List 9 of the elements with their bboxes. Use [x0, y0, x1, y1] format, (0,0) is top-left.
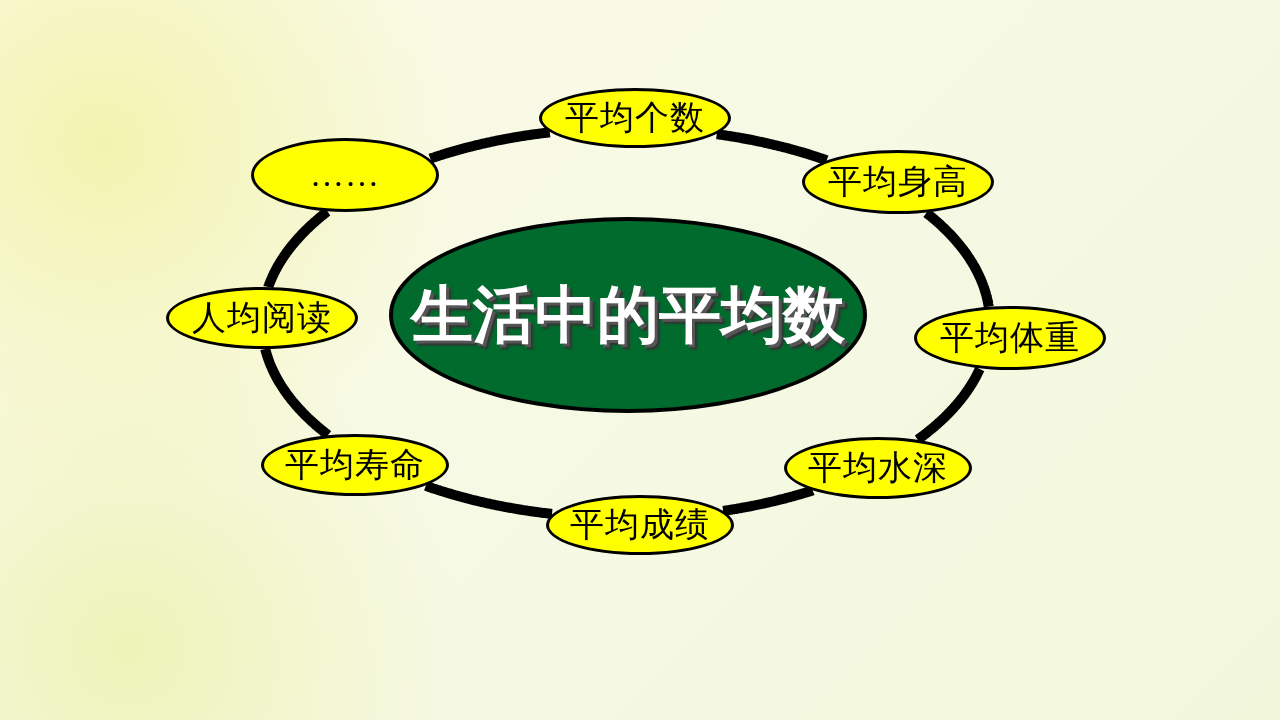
item-label: 平均寿命 — [285, 445, 425, 485]
item-label: 平均水深 — [808, 448, 948, 488]
item-label: 人均阅读 — [192, 298, 332, 338]
item-label: 平均体重 — [940, 318, 1080, 358]
item-label: …… — [310, 156, 380, 194]
topic-title: 生活中的平均数 — [411, 277, 845, 353]
item-label: 平均成绩 — [570, 505, 710, 545]
item-label: 平均身高 — [828, 162, 968, 202]
item-label: 平均个数 — [565, 98, 705, 138]
